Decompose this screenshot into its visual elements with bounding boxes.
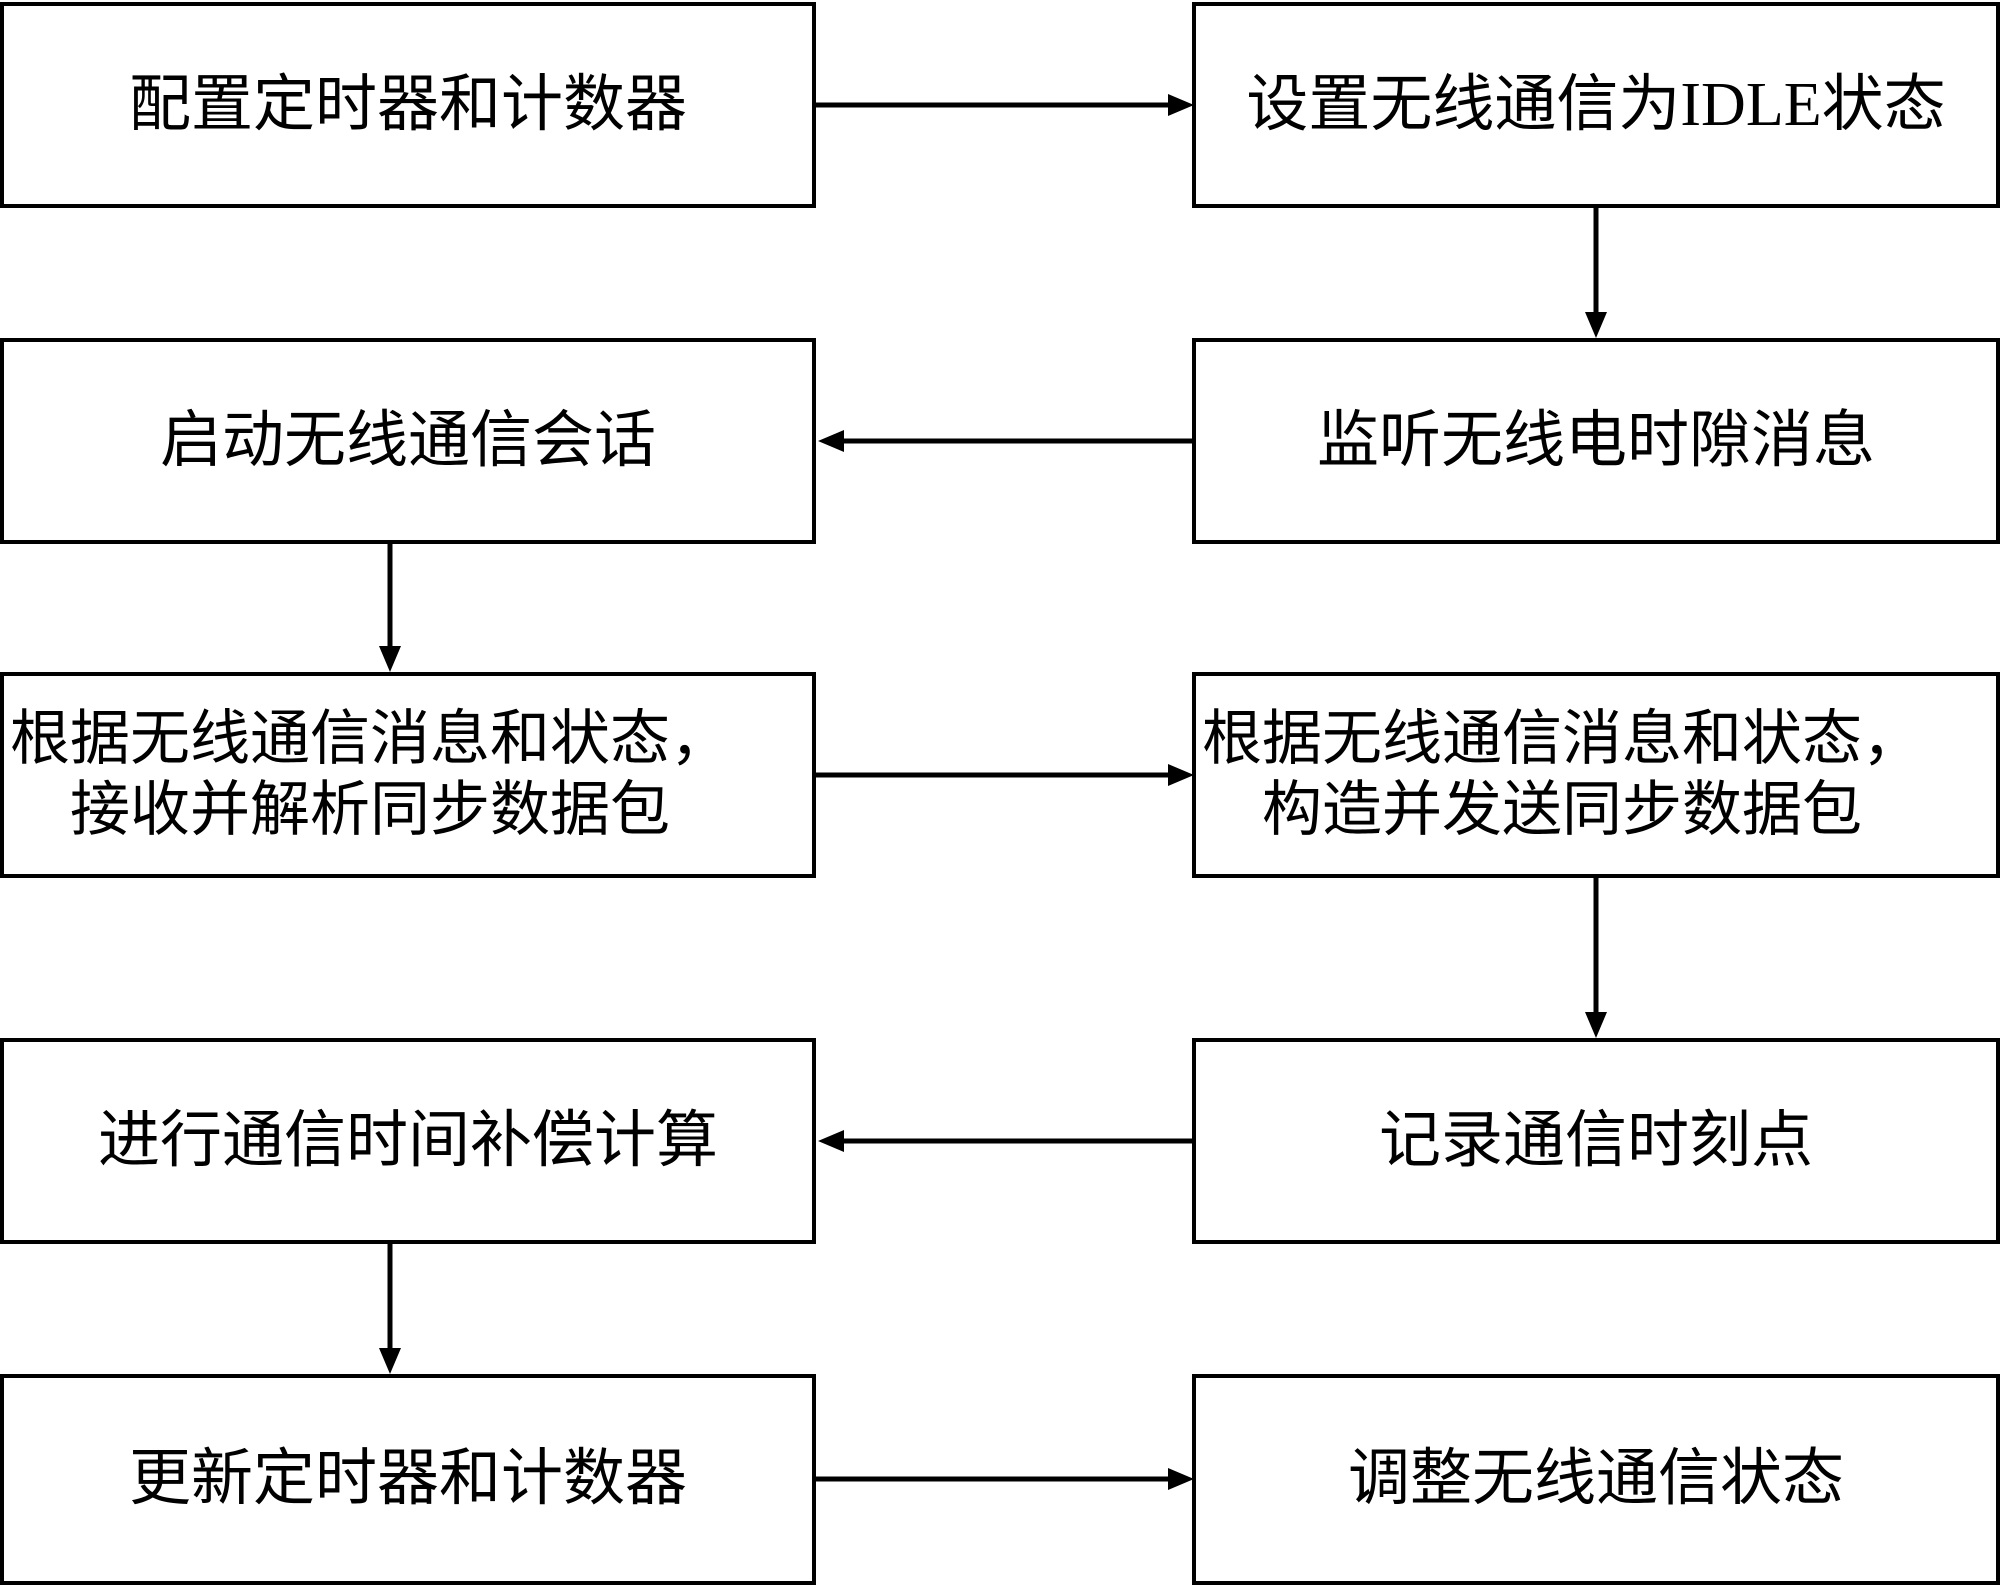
flow-edge-listen-to-start-session: [816, 421, 1196, 461]
flow-edge-start-session-to-receive: [370, 544, 410, 674]
flow-node-label: 配置定时器和计数器: [128, 70, 687, 139]
flow-edge-record-to-compensation: [816, 1121, 1196, 1161]
flow-node-label: 监听无线电时隙消息: [1316, 406, 1875, 475]
flow-edge-update-to-adjust: [816, 1459, 1196, 1499]
flow-node-receive-parse-sync-packet[interactable]: 根据无线通信消息和状态， 接收并解析同步数据包: [0, 672, 816, 878]
flow-node-label: 根据无线通信消息和状态， 接收并解析同步数据包: [10, 706, 730, 843]
flow-node-configure-timer-counter[interactable]: 配置定时器和计数器: [0, 2, 816, 208]
flow-node-label: 进行通信时间补偿计算: [97, 1106, 718, 1175]
flow-node-time-compensation-calculation[interactable]: 进行通信时间补偿计算: [0, 1038, 816, 1244]
flow-node-build-send-sync-packet[interactable]: 根据无线通信消息和状态， 构造并发送同步数据包: [1192, 672, 2000, 878]
flow-node-set-wireless-idle[interactable]: 设置无线通信为IDLE状态: [1192, 2, 2000, 208]
flow-node-label: 根据无线通信消息和状态， 构造并发送同步数据包: [1202, 706, 1922, 843]
flow-node-start-wireless-session[interactable]: 启动无线通信会话: [0, 338, 816, 544]
flow-node-label: 启动无线通信会话: [159, 406, 656, 475]
flow-node-label: 调整无线通信状态: [1347, 1445, 1844, 1514]
flow-node-label: 设置无线通信为IDLE状态: [1246, 70, 1946, 139]
flow-edge-send-to-record: [1576, 878, 1616, 1040]
flow-edge-compensation-to-update: [370, 1244, 410, 1376]
flow-node-listen-radio-slot-message[interactable]: 监听无线电时隙消息: [1192, 338, 2000, 544]
flow-node-label: 记录通信时刻点: [1378, 1106, 1813, 1175]
flow-node-record-communication-timestamp[interactable]: 记录通信时刻点: [1192, 1038, 2000, 1244]
flow-node-adjust-wireless-state[interactable]: 调整无线通信状态: [1192, 1374, 2000, 1585]
flow-node-update-timer-counter[interactable]: 更新定时器和计数器: [0, 1374, 816, 1585]
flow-edge-idle-to-listen: [1576, 208, 1616, 340]
flow-edge-receive-to-send: [816, 755, 1196, 795]
flow-node-label: 更新定时器和计数器: [128, 1445, 687, 1514]
flow-edge-configure-to-idle: [816, 85, 1196, 125]
